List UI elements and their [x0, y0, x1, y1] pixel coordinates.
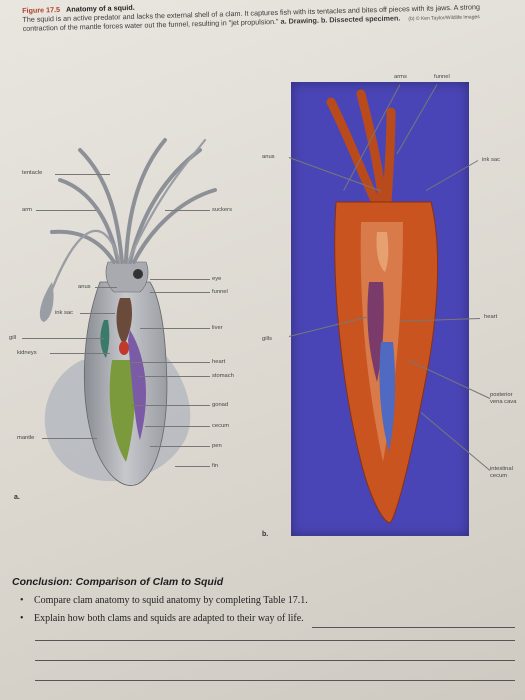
label-heart-photo: heart [484, 314, 498, 320]
heart-shape [119, 341, 129, 355]
gonad-shape [109, 360, 136, 462]
bullet-item: • Compare clam anatomy to squid anatomy … [20, 592, 515, 610]
conclusion-heading: Conclusion: Comparison of Clam to Squid [12, 576, 224, 588]
label-suckers: suckers [212, 207, 232, 213]
label-gonad: gonad [212, 402, 229, 408]
label-arms-photo: arms [394, 74, 407, 80]
bullet-dot: • [20, 595, 24, 606]
specimen-gills-shape [367, 282, 384, 382]
label-fin: fin [212, 463, 219, 469]
label-ink-sac-photo: ink sac [482, 157, 501, 163]
panel-label-a: a. [14, 494, 20, 501]
specimen-illustration [326, 89, 439, 524]
eye-shape [133, 269, 143, 279]
answer-line[interactable] [35, 680, 515, 681]
label-arm: arm [22, 207, 32, 213]
cecum-shape [128, 330, 146, 440]
label-gills-photo: gills [262, 336, 272, 342]
label-gill: gill [9, 335, 17, 341]
bullet-dot: • [20, 613, 24, 624]
label-stomach: stomach [212, 373, 234, 379]
tentacles-shape [46, 138, 207, 302]
label-anus-drawing: anus [78, 284, 91, 290]
liver-shape [116, 298, 132, 345]
label-ink-sac-drawing: ink sac [55, 310, 74, 316]
label-cecum: cecum [212, 423, 230, 429]
label-kidneys: kidneys [17, 350, 37, 356]
label-mantle: mantle [17, 435, 35, 441]
bullet-item: • Explain how both clams and squids are … [20, 610, 515, 628]
label-liver: liver [212, 325, 223, 331]
label-funnel-drawing: funnel [212, 289, 228, 295]
label-intestinal-cecum: intestinal cecum [490, 466, 513, 479]
bullet-text: Compare clam anatomy to squid anatomy by… [34, 595, 308, 606]
panel-label-b: b. [262, 531, 269, 538]
label-posterior-vena-cava: posterior vena cava [490, 392, 517, 405]
label-funnel-photo: funnel [434, 74, 450, 80]
answer-line[interactable] [35, 660, 515, 661]
label-eye: eye [212, 276, 222, 282]
answer-line[interactable] [35, 640, 515, 641]
dissected-specimen-photo [291, 82, 469, 536]
gill-shape [100, 320, 110, 358]
tentacle-club-left [39, 282, 54, 322]
bullet-text: Explain how both clams and squids are ad… [34, 613, 304, 624]
specimen-blue-organ-shape [379, 342, 396, 452]
label-anus-photo: anus [262, 154, 275, 160]
label-heart-drawing: heart [212, 359, 226, 365]
answer-line[interactable] [311, 617, 515, 628]
conclusion-bullets: • Compare clam anatomy to squid anatomy … [20, 592, 515, 628]
specimen-ink-sac-shape [376, 232, 389, 272]
label-tentacle: tentacle [22, 170, 43, 176]
label-pen: pen [212, 443, 222, 449]
specimen-arms-shape [326, 89, 396, 207]
